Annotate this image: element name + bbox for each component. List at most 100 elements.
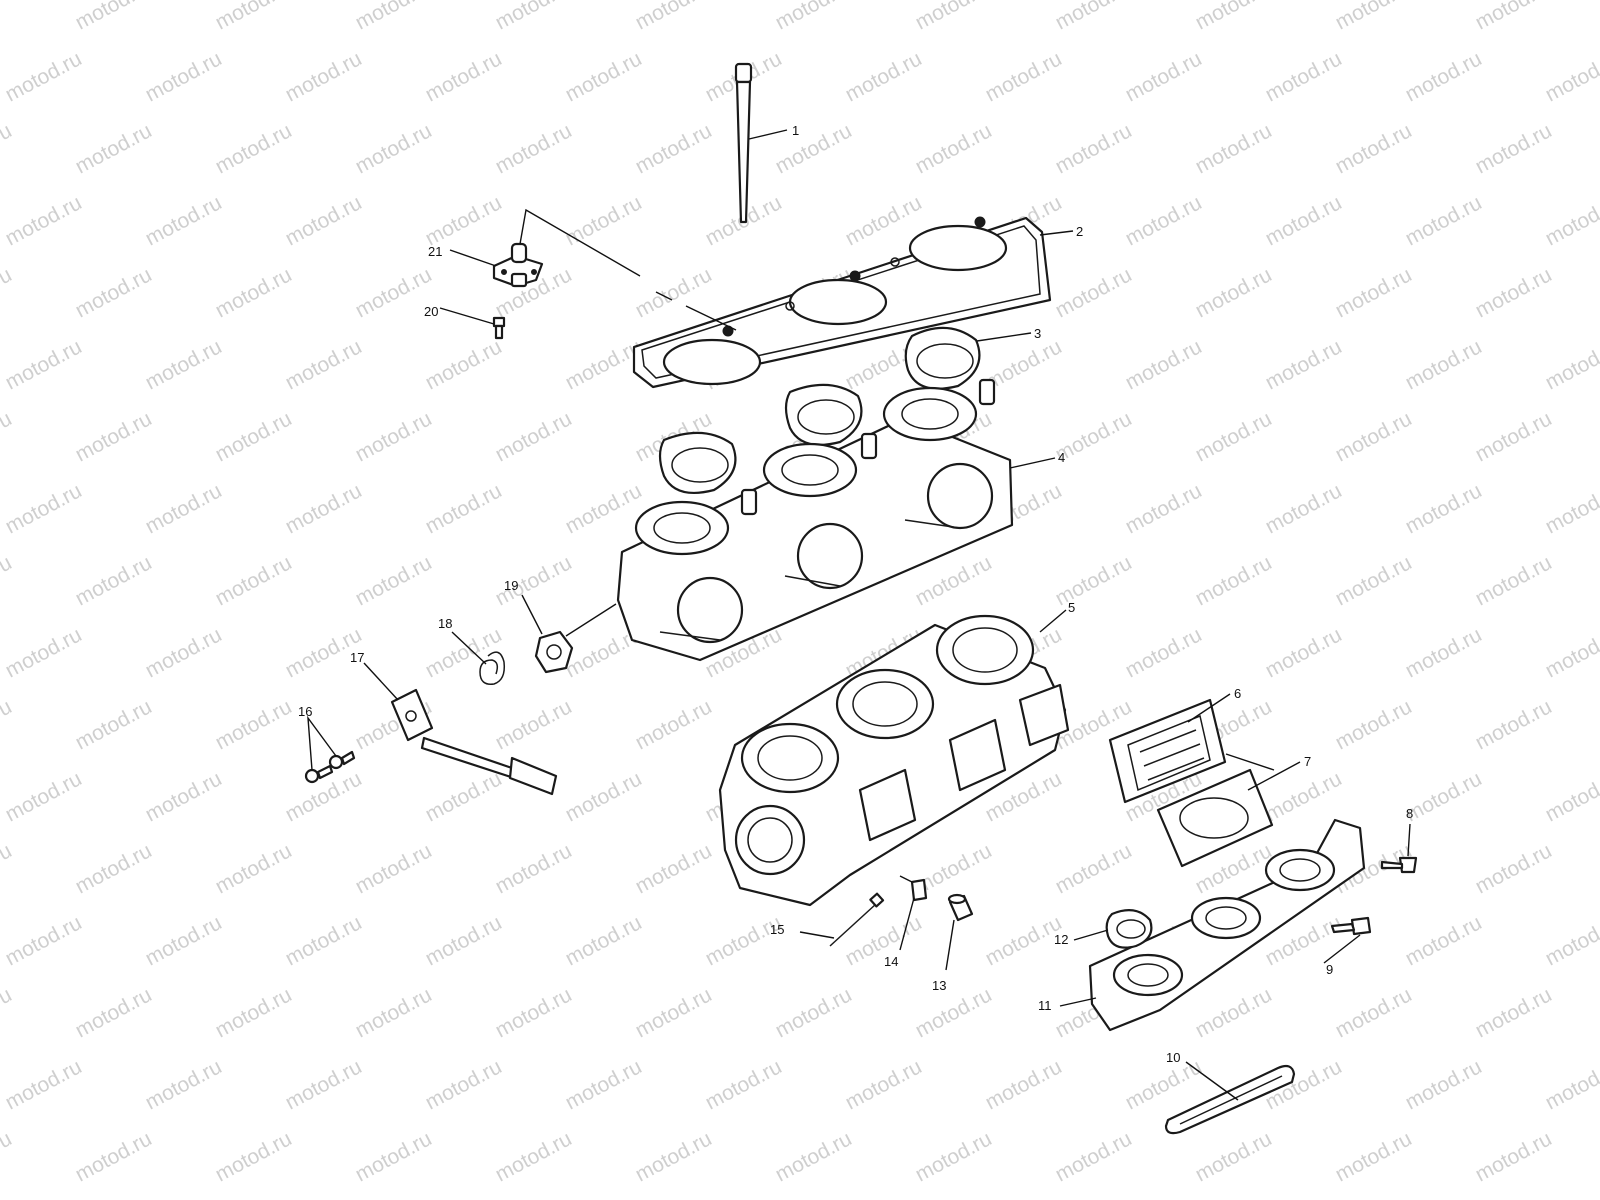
callout-20: 20 (424, 304, 438, 319)
watermark-text: motod.ru (1052, 839, 1136, 898)
part-3-gaskets (658, 326, 981, 494)
watermark-text: motod.ru (1472, 551, 1556, 610)
watermark-text: motod.ru (1122, 335, 1206, 394)
callout-21: 21 (428, 244, 442, 259)
watermark-text: motod.ru (492, 1127, 576, 1186)
watermark-text: motod.ru (352, 119, 436, 178)
watermark-text: motod.ru (562, 1055, 646, 1114)
watermark-text: motod.ru (842, 47, 926, 106)
watermark-text: motod.ru (1262, 623, 1346, 682)
watermark-text: motod.ru (632, 1127, 716, 1186)
watermark-text: motod.ru (632, 839, 716, 898)
watermark-text: motod.ru (1052, 1127, 1136, 1186)
watermark-text: motod.ru (492, 119, 576, 178)
watermark-text: motod.ru (212, 839, 296, 898)
watermark-text: motod.ru (492, 839, 576, 898)
watermark-text: motod.ru (1192, 263, 1276, 322)
watermark-text: motod.ru (1332, 263, 1416, 322)
watermark-text: motod.ru (212, 119, 296, 178)
watermark-text: motod.ru (912, 119, 996, 178)
watermark-text: motod.ru (142, 1055, 226, 1114)
watermark-text: motod.ru (0, 695, 16, 754)
watermark-text: motod.ru (212, 263, 296, 322)
watermark-text: motod.ru (1262, 191, 1346, 250)
watermark-text: motod.ru (1472, 407, 1556, 466)
watermark-text: motod.ru (562, 911, 646, 970)
watermark-text: motod.ru (2, 191, 86, 250)
callout-18: 18 (438, 616, 452, 631)
watermark-text: motod.ru (632, 0, 716, 34)
watermark-text: motod.ru (1332, 407, 1416, 466)
watermark-text: motod.ru (212, 551, 296, 610)
watermark-text: motod.ru (1542, 335, 1600, 394)
watermark-text: motod.ru (142, 335, 226, 394)
watermark-text: motod.ru (422, 911, 506, 970)
callout-14: 14 (884, 954, 898, 969)
callout-13: 13 (932, 978, 946, 993)
watermark-text: motod.ru (702, 911, 786, 970)
watermark-text: motod.ru (1402, 911, 1486, 970)
part-10-strap (1164, 1064, 1296, 1135)
watermark-text: motod.ru (492, 0, 576, 34)
part-18-spring (479, 651, 506, 685)
watermark-text: motod.ru (142, 479, 226, 538)
watermark-text: motod.ru (1052, 119, 1136, 178)
watermark-text: motod.ru (772, 119, 856, 178)
callout-16: 16 (298, 704, 312, 719)
callout-4: 4 (1058, 450, 1065, 465)
watermark-text: motod.ru (2, 1055, 86, 1114)
watermark-text: motod.ru (1122, 623, 1206, 682)
watermark-text: motod.ru (2, 767, 86, 826)
watermark-text: motod.ru (0, 407, 16, 466)
watermark-text: motod.ru (1472, 983, 1556, 1042)
part-17-sensor-with-cable (390, 688, 558, 796)
watermark-text: motod.ru (72, 263, 156, 322)
watermark-text: motod.ru (0, 551, 16, 610)
watermark-text: motod.ru (282, 479, 366, 538)
watermark-text: motod.ru (1332, 551, 1416, 610)
watermark-text: motod.ru (492, 407, 576, 466)
watermark-text: motod.ru (1542, 47, 1600, 106)
watermark-text: motod.ru (422, 1055, 506, 1114)
part-20-small-bolt (492, 316, 506, 340)
watermark-text: motod.ru (1192, 1127, 1276, 1186)
leader-lines (307, 129, 1411, 1101)
watermark-text: motod.ru (1402, 767, 1486, 826)
watermark-text: motod.ru (2, 623, 86, 682)
watermark-text: motod.ru (562, 191, 646, 250)
watermark-text: motod.ru (2, 911, 86, 970)
watermark-text: motod.ru (72, 0, 156, 34)
watermark-text: motod.ru (2, 47, 86, 106)
watermark-text: motod.ru (352, 839, 436, 898)
watermark-text: motod.ru (632, 695, 716, 754)
watermark-text: motod.ru (562, 47, 646, 106)
watermark-text: motod.ru (0, 1127, 16, 1186)
watermark-text: motod.ru (212, 0, 296, 34)
callout-9: 9 (1326, 962, 1333, 977)
part-6-reed-valve (1108, 698, 1227, 804)
watermark-text: motod.ru (562, 479, 646, 538)
watermark-text: motod.ru (1332, 0, 1416, 34)
watermark-text: motod.ru (1052, 551, 1136, 610)
watermark-text: motod.ru (982, 47, 1066, 106)
watermark-text: motod.ru (842, 1055, 926, 1114)
watermark-text: motod.ru (1542, 479, 1600, 538)
watermark-text: motod.ru (1472, 0, 1556, 34)
watermark-text: motod.ru (422, 479, 506, 538)
watermark-text: motod.ru (1262, 335, 1346, 394)
watermark-text: motod.ru (632, 119, 716, 178)
watermark-text: motod.ru (72, 839, 156, 898)
watermark-text: motod.ru (632, 983, 716, 1042)
watermark-text: motod.ru (1122, 47, 1206, 106)
watermark-text: motod.ru (1402, 335, 1486, 394)
watermark-text: motod.ru (282, 1055, 366, 1114)
watermark-text: motod.ru (422, 191, 506, 250)
watermark-text: motod.ru (1192, 0, 1276, 34)
part-14-pin (910, 878, 928, 902)
watermark-text: motod.ru (982, 911, 1066, 970)
part-2-cylinder-head-cover (632, 216, 1052, 389)
watermark-text: motod.ru (352, 0, 436, 34)
watermark-text: motod.ru (212, 1127, 296, 1186)
part-4-carburetor-bank (616, 378, 1014, 662)
